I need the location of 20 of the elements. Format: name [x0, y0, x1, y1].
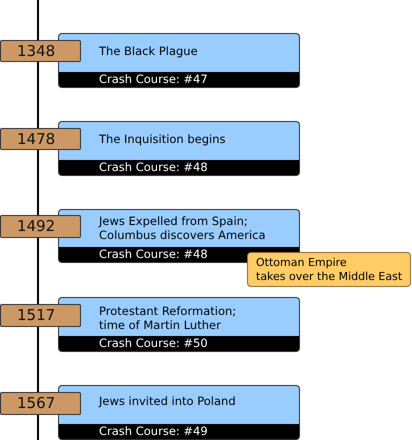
event-title: Jews invited into Poland	[99, 394, 236, 408]
course-reference: Crash Course: #50	[99, 336, 208, 351]
course-reference: Crash Course: #48	[99, 160, 208, 175]
course-reference: Crash Course: #48	[99, 247, 208, 262]
callout-note: Ottoman Empire takes over the Middle East	[247, 252, 411, 287]
year-tag: 1348	[0, 40, 81, 62]
event-card	[58, 121, 300, 176]
course-reference: Crash Course: #49	[99, 424, 208, 439]
event-title: Protestant Reformation; time of Martin Luther	[99, 304, 236, 332]
event-title: Jews Expelled from Spain; Columbus discovers America	[99, 214, 266, 242]
event-card	[58, 33, 300, 88]
event-card	[58, 297, 300, 352]
course-reference: Crash Course: #47	[99, 72, 208, 87]
event-title: The Black Plague	[99, 44, 198, 58]
year-tag: 1517	[0, 304, 81, 327]
year-tag: 1492	[0, 215, 81, 238]
year-tag: 1478	[0, 128, 81, 150]
event-card	[58, 385, 300, 440]
event-title: The Inquisition begins	[99, 132, 226, 146]
year-tag: 1567	[0, 392, 81, 415]
